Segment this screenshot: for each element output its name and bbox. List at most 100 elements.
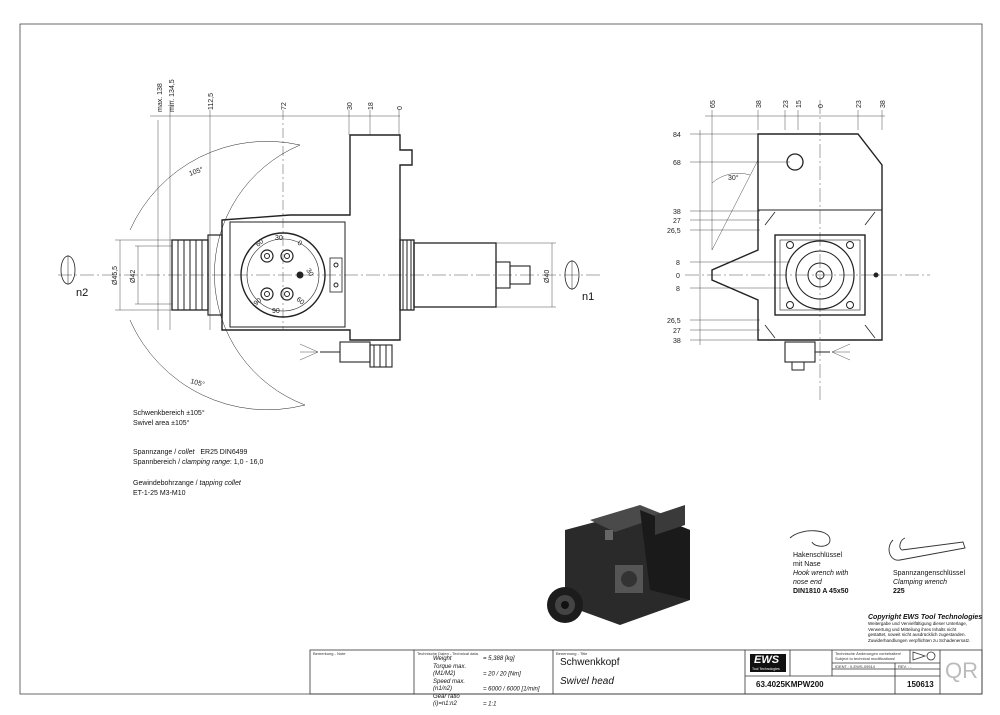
fdim-8b: 8 <box>676 286 680 293</box>
clamping-wrench-label: Spannzangenschlüssel Clamping wrench 225 <box>893 569 965 596</box>
dim-18: 18 <box>368 102 375 110</box>
hook-en1: Hook wrench with <box>793 570 849 577</box>
fdim-65: 65 <box>710 100 717 108</box>
label-name: Benennung - Title <box>556 651 588 656</box>
tap-value: ET-1-25 M3-M10 <box>133 490 186 497</box>
scale-90: 90 <box>272 308 280 315</box>
hook-wrench-label: Hakenschlüssel mit Nase Hook wrench with… <box>793 551 849 596</box>
swivel-en: Swivel area ±105° <box>133 420 190 427</box>
swivel-de: Schwenkbereich ±105° <box>133 410 205 417</box>
scale-90b: 90 <box>253 297 264 307</box>
range-value: : 1,0 - 16,0 <box>229 459 264 466</box>
clamp-value: 225 <box>893 588 905 595</box>
dim-max-138: max. 138 <box>157 83 164 112</box>
hook-de2: mit Nase <box>793 561 821 568</box>
copyright-line2: Verwertung und Mitteilung ihres Inhalts … <box>868 626 957 632</box>
hook-en2: nose end <box>793 579 822 586</box>
change-note-de: Technische Änderungen vorbehalten! <box>835 651 902 656</box>
dia-45-label: Ø45,5 <box>112 266 119 285</box>
dim-0: 0 <box>397 106 404 110</box>
weight-row: Weight= 5,388 [kg] <box>433 656 540 664</box>
fdim-23b: 23 <box>856 100 863 108</box>
iso-render <box>547 505 690 625</box>
title-block-frame <box>309 649 983 695</box>
dim-min-134: min. 134,5 <box>169 79 176 112</box>
collet-value: ER25 DIN6499 <box>200 449 248 456</box>
scale-30b: 30 <box>304 268 314 278</box>
scale-60: 60 <box>255 238 266 248</box>
range-line: Spannbereich / clamping range: 1,0 - 16,… <box>133 458 263 468</box>
dim-72: 72 <box>281 102 288 110</box>
change-note-en: Subject to technical modifications! <box>835 656 896 661</box>
fdim-38l: 38 <box>673 209 681 216</box>
dia-42-label: Ø42 <box>130 270 137 283</box>
title-en: Swivel head <box>560 676 614 687</box>
dim-112: 112,5 <box>208 93 215 110</box>
fdim-0l: 0 <box>676 273 680 280</box>
collet-de: Spannzange / <box>133 449 179 456</box>
front-view <box>685 100 930 400</box>
dia-40-label: Ø40 <box>544 270 551 283</box>
copyright-block: Copyright EWS Tool Technologies Weiterga… <box>868 614 983 643</box>
angle-top-label: 105° <box>188 165 205 178</box>
ews-logo: EWS <box>754 654 780 666</box>
angle-bottom-label: 105° <box>189 377 205 389</box>
swivel-notes: Schwenkbereich ±105° Swivel area ±105° <box>133 409 205 429</box>
collet-line: Spannzange / collet ER25 DIN6499 <box>133 448 263 458</box>
fdim-26: 26,5 <box>667 228 681 235</box>
ratio-label: Gear ratio (i)=n1:n2 <box>433 693 460 708</box>
collet-en: collet <box>178 449 195 456</box>
fdim-23: 23 <box>783 100 790 108</box>
front-view-dimensions: 65 38 23 15 0 23 38 84 68 38 27 26,5 8 0… <box>667 100 887 345</box>
hook-de1: Hakenschlüssel <box>793 552 843 559</box>
tap-notes: Gewindebohrzange / tapping collet ET-1-2… <box>133 479 241 499</box>
fdim-27b: 27 <box>673 328 681 335</box>
weight-label: Weight <box>433 656 452 662</box>
angle-30-label: 30° <box>728 174 739 182</box>
scale-60b: 60 <box>295 296 306 306</box>
qr-placeholder: QR <box>945 658 978 683</box>
fdim-38lb: 38 <box>673 338 681 345</box>
fdim-38b: 38 <box>880 100 887 108</box>
label-tech: Technische Daten - Technical data <box>417 651 478 656</box>
side-view <box>58 100 600 411</box>
copyright-line4: Zuwiderhandlungen verpflichten zu Schade… <box>868 637 971 643</box>
scale-30: 30 <box>275 235 283 242</box>
collet-notes: Spannzange / collet ER25 DIN6499 Spannbe… <box>133 448 263 468</box>
rev: REV. : - <box>898 664 912 669</box>
fdim-38: 38 <box>756 100 763 108</box>
torque-label: Torque max. (M1/M2) <box>433 663 467 678</box>
tech-data: Weight= 5,388 [kg] Torque max. (M1/M2) = … <box>433 656 540 709</box>
tap-line: Gewindebohrzange / tapping collet <box>133 479 241 489</box>
fdim-68: 68 <box>673 160 681 167</box>
torque-value: = 20 / 20 [Nm] <box>483 671 521 677</box>
clamping-wrench-drawing <box>888 537 966 561</box>
hook-wrench-drawing <box>789 530 831 547</box>
ratio-value: = 1:1 <box>483 701 497 707</box>
dim-30: 30 <box>347 102 354 110</box>
speed-value: = 6000 / 6000 [1/min] <box>483 686 540 692</box>
range-en: clamping range <box>182 459 230 466</box>
axis-n2-label: n2 <box>76 287 88 299</box>
clamp-de: Spannzangenschlüssel <box>893 570 965 577</box>
copyright-line1: Weitergabe und Vervielfältigung dieser U… <box>868 621 967 626</box>
tap-de: Gewindebohrzange / <box>133 480 200 487</box>
fdim-15: 15 <box>796 100 803 108</box>
ident: IDENT.: 0-EWS-09514 <box>835 664 876 669</box>
label-remark: Bemerkung - Note <box>313 651 346 656</box>
clamp-en: Clamping wrench <box>893 579 948 586</box>
copyright-line3: gestattet, soweit nicht ausdrücklich zug… <box>868 632 966 637</box>
speed-label: Speed max. (n1/n2) <box>433 678 466 693</box>
title-de: Schwenkkopf <box>560 657 620 668</box>
fdim-0: 0 <box>818 104 825 108</box>
fdim-84: 84 <box>673 132 681 139</box>
range-de: Spannbereich / <box>133 459 183 466</box>
side-view-dimensions: max. 138 min. 134,5 112,5 72 30 18 0 105… <box>76 79 594 389</box>
part-number: 63.4025KMPW200 <box>756 680 824 689</box>
ratio-row: Gear ratio (i)=n1:n2 = 1:1 <box>433 694 540 709</box>
scale-0: 0 <box>296 240 303 248</box>
drawing-date: 150613 <box>907 680 934 689</box>
copyright-title: Copyright EWS Tool Technologies <box>868 614 983 621</box>
